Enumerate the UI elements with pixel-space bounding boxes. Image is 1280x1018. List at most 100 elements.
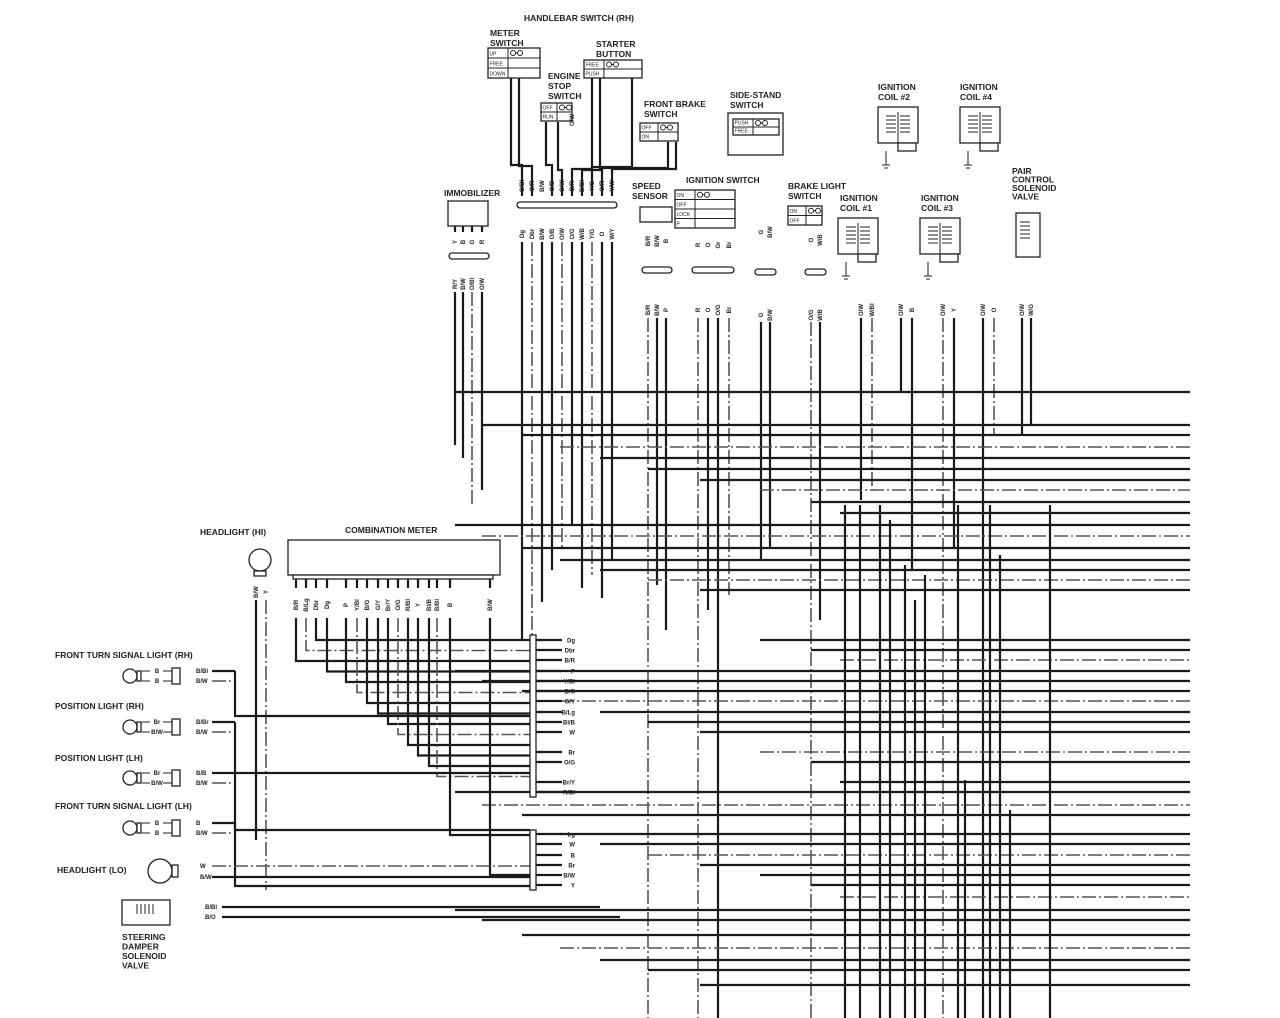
- wire-color-label: Br: [568, 864, 575, 870]
- wire-color-label: Y: [264, 590, 270, 594]
- wire-color-label: B: [155, 831, 160, 837]
- wire-color-label: Dbr: [314, 599, 320, 610]
- wire-color-label: B/Lg: [562, 711, 576, 717]
- wire: [544, 122, 554, 196]
- wire-color-label: B: [155, 679, 160, 685]
- wire-color-label: O/W: [899, 304, 905, 316]
- ignition-coil-3-label: COIL #3: [921, 203, 953, 213]
- wire-color-label: Br: [568, 751, 575, 757]
- immobilizer-box: [447, 200, 489, 227]
- bulb-icon: [122, 668, 138, 684]
- ignition-coil-4-label: COIL #4: [960, 92, 992, 102]
- wire-color-label: G: [759, 312, 765, 317]
- wire-color-label: O/G: [396, 599, 402, 610]
- wire: [556, 122, 564, 196]
- pair-valve-label: CONTROL: [1012, 175, 1054, 185]
- connector-icon: [171, 718, 181, 736]
- steering-damper-label: DAMPER: [122, 942, 159, 952]
- wire-color-label: B/Lg: [304, 598, 310, 612]
- wire-color-label: O/W: [560, 180, 566, 192]
- ignition-coil-1-label: COIL #1: [840, 203, 872, 213]
- immobilizer-label: IMMOBILIZER: [444, 188, 500, 198]
- diagram-title: HANDLEBAR SWITCH (RH): [524, 13, 634, 23]
- wire: [344, 618, 530, 684]
- wire-color-label: Dg: [567, 639, 575, 645]
- wire-color-label: W/G: [1029, 304, 1035, 316]
- switch-state-label: UP: [490, 52, 498, 58]
- handlebar-harness-connector: [516, 201, 618, 209]
- steering-damper-label: SOLENOID: [122, 951, 166, 961]
- ignition-coil-2-label: COIL #2: [878, 92, 910, 102]
- wire-color-label: Y: [453, 240, 459, 244]
- wire-color-label: O/W: [560, 228, 566, 240]
- bulb-icon: [122, 770, 138, 786]
- meter-switch-box: [487, 47, 541, 79]
- wire-color-label: O/W: [1020, 304, 1026, 316]
- wire-color-label: B: [448, 602, 454, 607]
- wire: [488, 618, 530, 877]
- wire: [436, 618, 530, 778]
- side-stand-connector: [754, 268, 777, 276]
- wire-color-label: O: [706, 307, 712, 312]
- wire-color-label: B/W: [768, 309, 774, 321]
- steering-damper-label: STEERING: [122, 932, 166, 942]
- steering-damper-box: [121, 899, 171, 926]
- wire-color-label: O/G: [570, 228, 576, 239]
- switch-state-label: PUSH: [735, 121, 749, 127]
- wire-color-label: B/R: [646, 304, 652, 315]
- starter-button-label: BUTTON: [596, 49, 631, 59]
- wire-color-label: Dg: [520, 230, 526, 238]
- wire: [517, 78, 534, 196]
- wire-color-label: B/B: [196, 771, 207, 777]
- ignition-coil-3-label: IGNITION: [921, 193, 959, 203]
- wire-color-label: G: [759, 229, 765, 234]
- position-rh-label: POSITION LIGHT (RH): [55, 701, 144, 711]
- wire-color-label: B/W: [196, 831, 208, 837]
- wire: [397, 618, 530, 736]
- headlight-hi-label: HEADLIGHT (HI): [200, 527, 266, 537]
- wire-color-label: O/W: [981, 304, 987, 316]
- wire-color-label: Br: [154, 720, 161, 726]
- wire-color-label: B/W: [655, 304, 661, 316]
- wire-color-label: Br/Y: [386, 599, 392, 611]
- front-brake-switch-label: SWITCH: [644, 109, 678, 119]
- wire-color-label: B/G: [365, 599, 371, 610]
- wire-color-label: O/G: [564, 761, 575, 767]
- switch-state-label: ON: [677, 193, 685, 199]
- wire-color-label: Y/G: [590, 181, 596, 192]
- ignition-switch-connector: [691, 266, 735, 274]
- meter-switch-label: METER: [490, 28, 520, 38]
- wire-color-label: B/W: [196, 679, 208, 685]
- wires-layer: [142, 78, 1190, 1018]
- wire-color-label: O/R: [600, 180, 606, 191]
- engine-stop-switch-label: SWITCH: [548, 91, 582, 101]
- pair-valve-label: SOLENOID: [1012, 183, 1056, 193]
- wire-color-label: B/W: [196, 730, 208, 736]
- bulb-base: [171, 864, 179, 878]
- wire-color-label: Y: [952, 308, 958, 312]
- wire-color-label: W/Bl: [870, 303, 876, 317]
- wire-color-label: Br: [154, 771, 161, 777]
- wire-color-label: B/O: [205, 915, 216, 921]
- pair-valve-box: [1015, 212, 1041, 258]
- wire-color-label: Br: [727, 306, 733, 313]
- wire-color-label: Gr: [716, 241, 722, 249]
- wire-color-label: W: [200, 864, 206, 870]
- wire-color-label: Br: [727, 241, 733, 248]
- wire-color-label: B/W: [151, 781, 163, 787]
- wire-color-label: W/B: [580, 228, 586, 240]
- switch-state-label: FREE: [586, 63, 600, 69]
- wire-color-label: B: [664, 238, 670, 243]
- wire-color-label: Y: [416, 603, 422, 607]
- wire-color-label: O/W: [859, 304, 865, 316]
- wire-color-label: P: [664, 308, 670, 312]
- wire-color-label: O/W: [941, 304, 947, 316]
- wire-color-label: R: [696, 307, 702, 312]
- switch-state-label: OFF: [677, 203, 687, 209]
- wire-color-label: Bl/B: [563, 721, 576, 727]
- wire: [386, 618, 530, 726]
- wire-color-label: B/W: [655, 235, 661, 247]
- switch-state-label: RUN: [543, 115, 554, 121]
- bulb-base: [253, 570, 267, 577]
